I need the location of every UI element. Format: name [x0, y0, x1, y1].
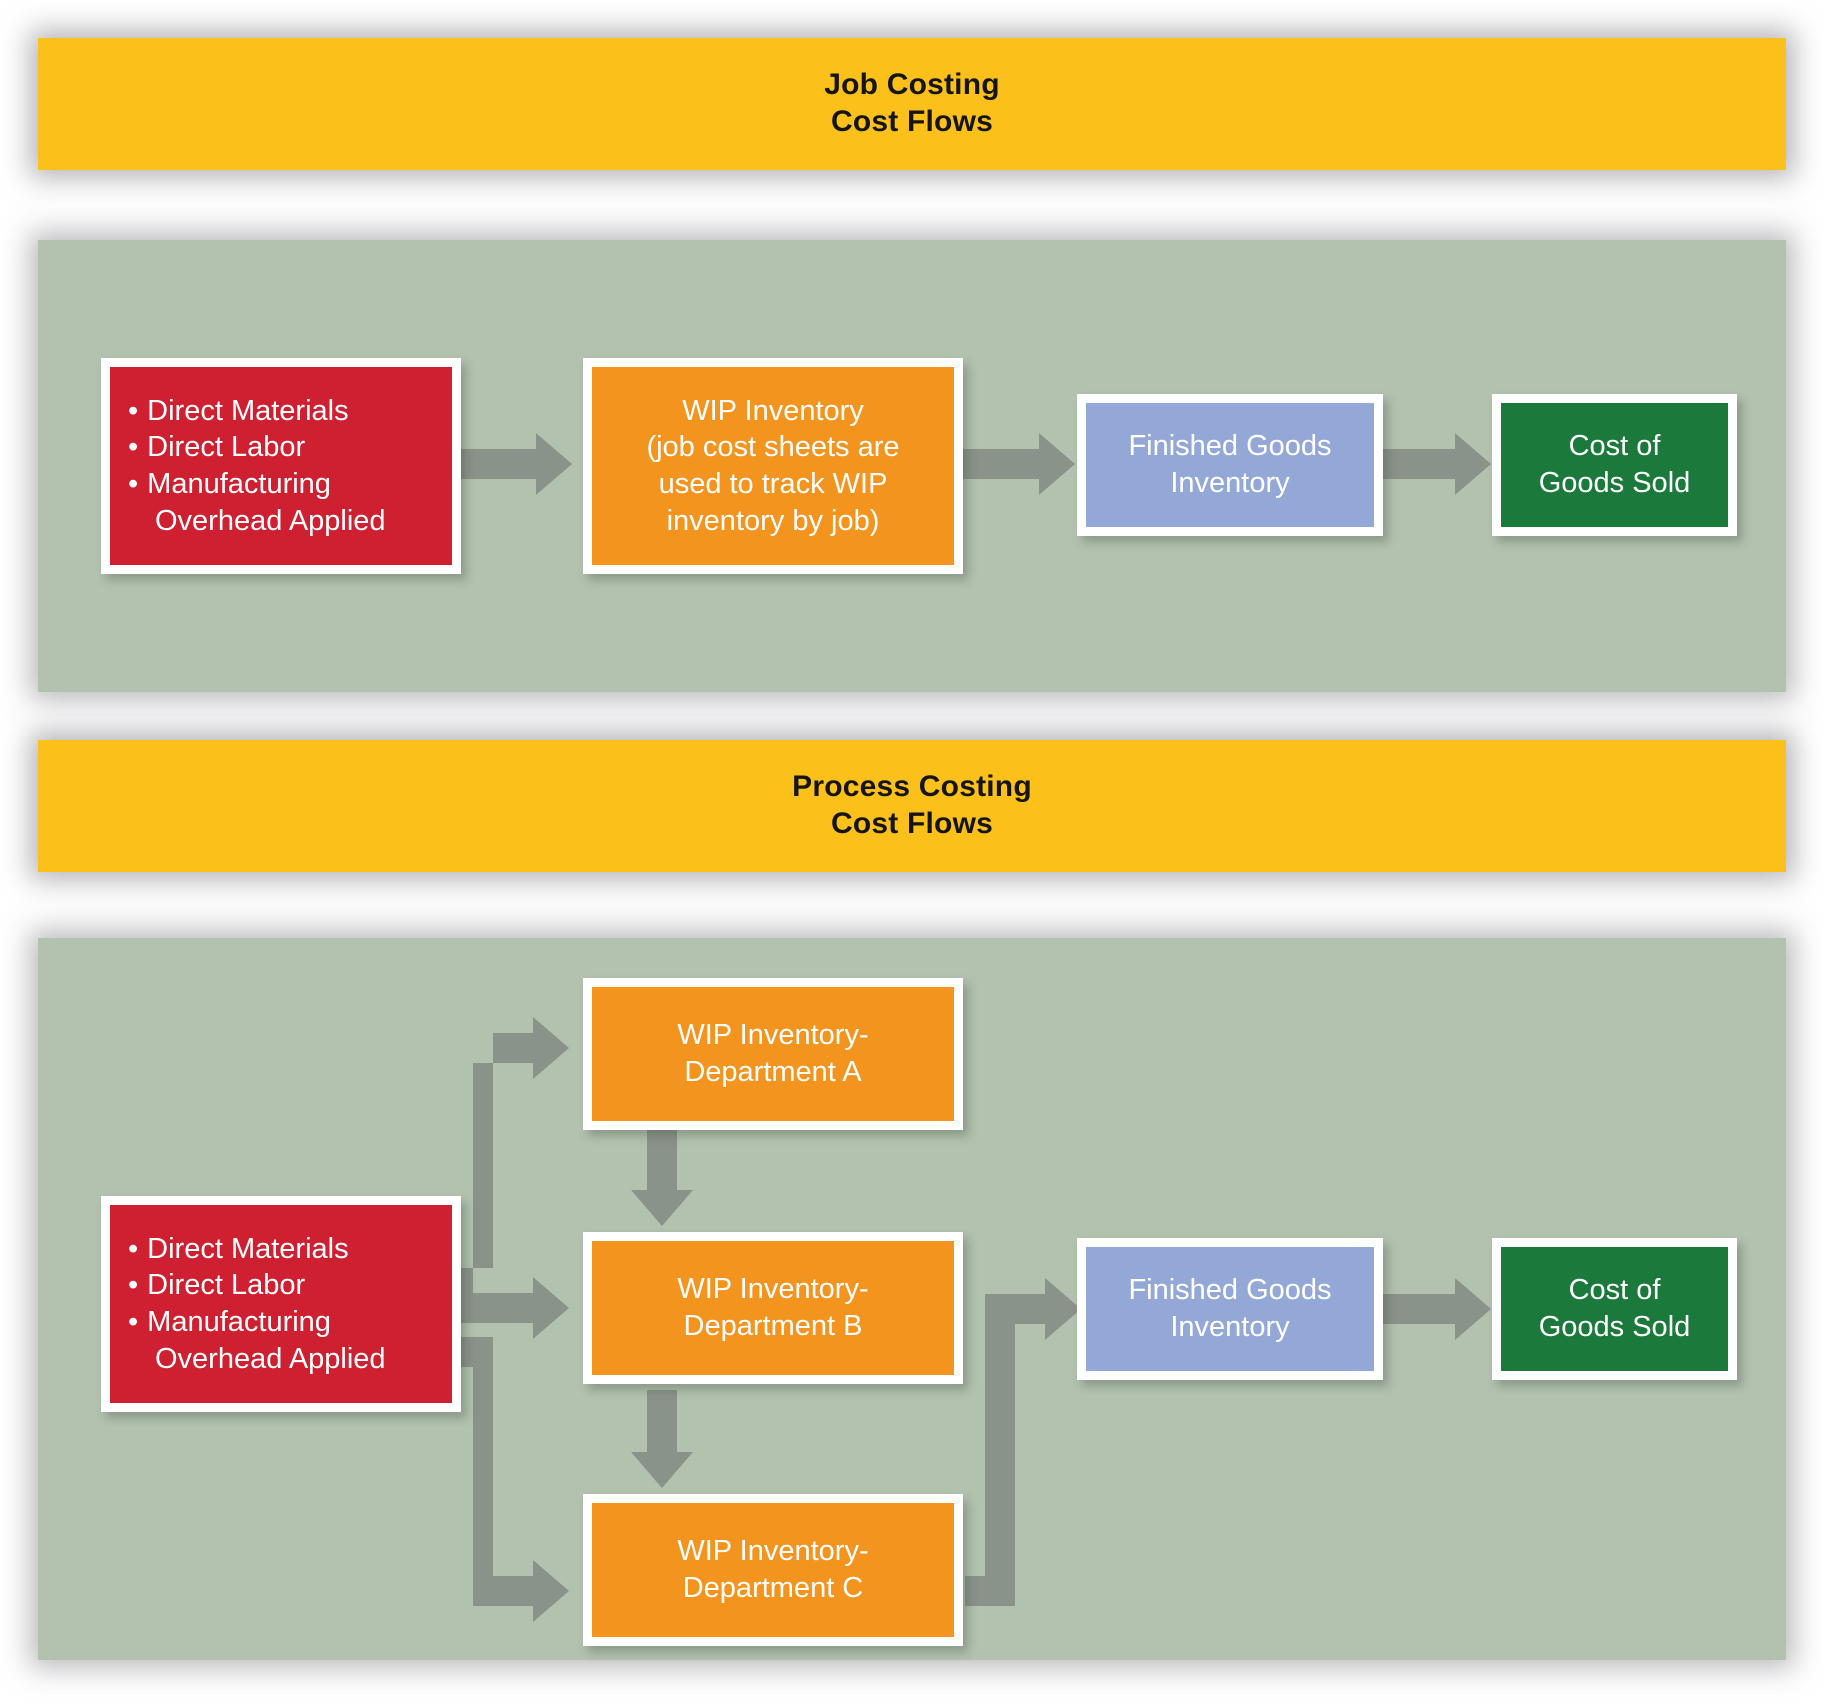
node-proc-wip-b-fill: WIP Inventory- Department B: [592, 1241, 954, 1375]
list-item-label: Direct Materials: [147, 394, 349, 427]
node-proc-inputs-fill: • Direct Materials • Direct Labor • Manu…: [110, 1205, 452, 1403]
list-item: • Direct Labor: [128, 429, 305, 466]
bullet-icon: •: [128, 431, 139, 464]
job-costing-banner-line1: Job Costing: [824, 68, 1000, 102]
node-line: Department C: [682, 1572, 864, 1604]
node-proc-cogs-fill: Cost of Goods Sold: [1501, 1247, 1728, 1371]
process-costing-banner-line2: Cost Flows: [830, 807, 993, 840]
node-line: (job cost sheets are: [646, 431, 900, 464]
job-costing-banner: Job Costing Cost Flows: [38, 38, 1786, 170]
list-item-continuation: Overhead Applied: [155, 504, 386, 537]
node-proc-wip-a[interactable]: WIP Inventory- Department A: [583, 978, 963, 1130]
node-job-wip-fill: WIP Inventory (job cost sheets are used …: [592, 367, 954, 565]
node-job-cogs-fill: Cost of Goods Sold: [1501, 403, 1728, 527]
node-proc-finished-goods[interactable]: Finished Goods Inventory: [1077, 1238, 1383, 1380]
bullet-icon: •: [128, 468, 139, 500]
list-item-label: Direct Materials: [147, 1232, 349, 1265]
node-proc-wip-c[interactable]: WIP Inventory- Department C: [583, 1494, 963, 1646]
list-item: • Direct Materials: [128, 393, 349, 430]
bullet-icon: •: [128, 1232, 139, 1265]
node-line: WIP Inventory-: [677, 1273, 869, 1306]
process-costing-banner-line1: Process Costing: [792, 770, 1032, 804]
bullet-icon: •: [128, 394, 139, 427]
node-line: Department B: [683, 1310, 863, 1342]
node-line: Inventory: [1170, 1311, 1290, 1343]
node-job-inputs[interactable]: • Direct Materials • Direct Labor • Manu…: [101, 358, 461, 574]
list-item-label: Direct Labor: [147, 431, 306, 464]
node-job-finished-goods-fill: Finished Goods Inventory: [1086, 403, 1374, 527]
node-line: Cost of: [1568, 1274, 1661, 1307]
bullet-icon: •: [128, 1269, 139, 1302]
node-job-cogs[interactable]: Cost of Goods Sold: [1492, 394, 1737, 536]
node-line: WIP Inventory-: [677, 1535, 869, 1568]
list-item-label: Manufacturing: [147, 468, 331, 500]
node-job-inputs-fill: • Direct Materials • Direct Labor • Manu…: [110, 367, 452, 565]
list-item-label: Manufacturing: [147, 1306, 331, 1338]
node-line: used to track WIP: [658, 468, 888, 500]
node-line: Cost of: [1568, 430, 1661, 463]
node-line: Inventory: [1170, 467, 1290, 499]
bullet-icon: •: [128, 1306, 139, 1338]
list-item: • Direct Materials: [128, 1231, 349, 1268]
node-proc-inputs[interactable]: • Direct Materials • Direct Labor • Manu…: [101, 1196, 461, 1412]
node-job-finished-goods[interactable]: Finished Goods Inventory: [1077, 394, 1383, 536]
node-proc-wip-b[interactable]: WIP Inventory- Department B: [583, 1232, 963, 1384]
list-item: • Manufacturing: [128, 1304, 331, 1341]
list-item: • Direct Labor: [128, 1267, 305, 1304]
job-costing-banner-line2: Cost Flows: [830, 105, 993, 138]
list-item: • Manufacturing: [128, 466, 331, 503]
node-line: Finished Goods: [1128, 1274, 1332, 1307]
node-proc-finished-goods-fill: Finished Goods Inventory: [1086, 1247, 1374, 1371]
node-line: WIP Inventory: [682, 394, 864, 427]
node-line: WIP Inventory-: [677, 1019, 869, 1052]
list-item-label: Direct Labor: [147, 1269, 306, 1302]
node-proc-wip-c-fill: WIP Inventory- Department C: [592, 1503, 954, 1637]
node-job-wip[interactable]: WIP Inventory (job cost sheets are used …: [583, 358, 963, 574]
node-line: Department A: [684, 1056, 862, 1088]
node-line: Finished Goods: [1128, 430, 1332, 463]
process-costing-banner: Process Costing Cost Flows: [38, 740, 1786, 872]
list-item-continuation: Overhead Applied: [155, 1342, 386, 1375]
node-proc-wip-a-fill: WIP Inventory- Department A: [592, 987, 954, 1121]
node-line: Goods Sold: [1538, 467, 1691, 499]
node-line: Goods Sold: [1538, 1311, 1691, 1343]
node-line: inventory by job): [666, 504, 880, 537]
node-proc-cogs[interactable]: Cost of Goods Sold: [1492, 1238, 1737, 1380]
